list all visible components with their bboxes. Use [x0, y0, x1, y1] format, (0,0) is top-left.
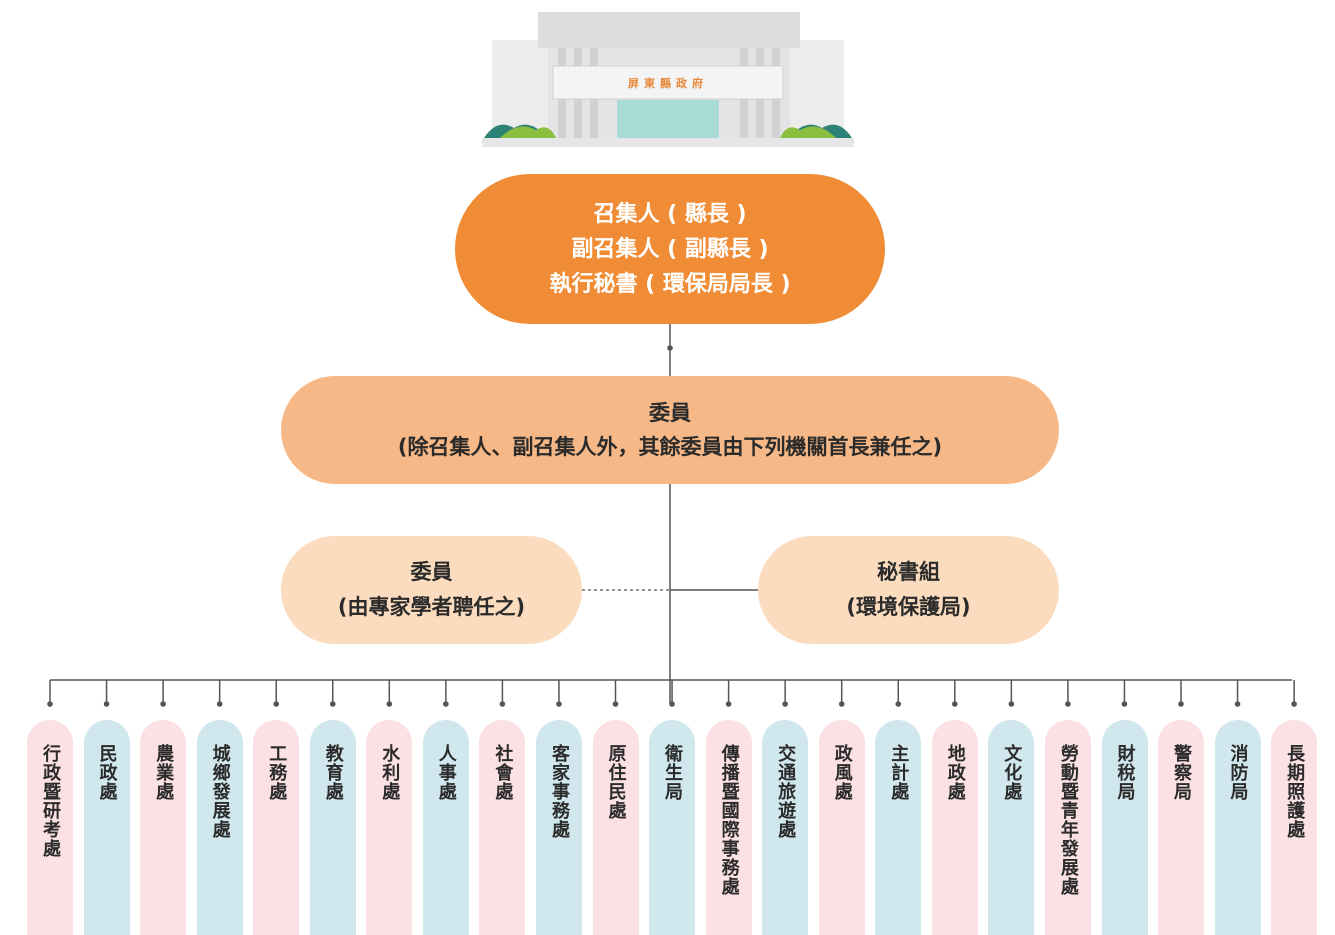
department-item: 地政處: [931, 720, 978, 935]
expert-members-title: 委員: [410, 560, 453, 584]
department-connector-dot: [669, 701, 675, 707]
department-connector-dot: [838, 701, 845, 707]
department-label: 行政暨研考處: [40, 744, 61, 858]
department-item: 財稅局: [1101, 720, 1148, 935]
department-label: 工務處: [266, 744, 288, 801]
department-label: 水利處: [379, 744, 401, 801]
department-connector-dot: [273, 701, 280, 707]
convener-line: 召集人 ( 縣長 ): [593, 201, 747, 227]
department-item: 客家事務處: [536, 720, 582, 935]
department-connector-dot: [216, 701, 223, 707]
department-label: 長期照護處: [1284, 744, 1306, 839]
department-connector-dot: [782, 701, 788, 707]
expert-members-box: 委員 (由專家學者聘任之): [281, 536, 582, 644]
department-label: 政風處: [831, 744, 853, 801]
department-label: 農業處: [153, 744, 175, 801]
department-item: 人事處: [422, 720, 469, 935]
department-item: 民政處: [83, 720, 130, 935]
department-item: 勞動暨青年發展處: [1044, 720, 1091, 935]
department-connector-dot: [47, 701, 53, 707]
department-label: 傳播暨國際事務處: [718, 744, 740, 896]
department-label: 勞動暨青年發展處: [1057, 744, 1079, 896]
department-item: 文化處: [988, 720, 1035, 935]
department-connector-dot: [443, 701, 449, 707]
secretariat-subtitle: (環境保護局): [846, 595, 971, 619]
department-connector-dot: [1291, 701, 1297, 707]
department-label: 人事處: [435, 744, 457, 801]
department-item: 社會處: [479, 720, 526, 935]
department-connector-dot: [612, 701, 619, 707]
deputy-convener-line: 副召集人 ( 副縣長 ): [571, 236, 769, 262]
department-connector-dot: [895, 701, 902, 707]
department-item: 行政暨研考處: [27, 720, 73, 935]
department-label: 警察局: [1171, 744, 1192, 801]
department-label: 原住民處: [605, 744, 627, 820]
department-item: 農業處: [140, 720, 187, 935]
department-connector-dot: [1065, 701, 1071, 707]
department-item: 水利處: [366, 720, 413, 935]
secretariat-title: 秘書組: [877, 560, 940, 584]
department-item: 警察局: [1158, 720, 1204, 935]
members-subtitle: (除召集人、副召集人外，其餘委員由下列機關首長兼任之): [397, 435, 943, 459]
secretariat-box: 秘書組 (環境保護局): [758, 536, 1059, 644]
department-connector-dot: [103, 701, 110, 707]
department-connector-dot: [556, 701, 562, 707]
department-connector-dot: [1178, 701, 1184, 707]
department-item: 傳播暨國際事務處: [705, 720, 752, 935]
members-box: 委員 (除召集人、副召集人外，其餘委員由下列機關首長兼任之): [281, 376, 1059, 484]
department-connector-dot: [329, 701, 336, 707]
department-connector-dot: [1121, 701, 1128, 707]
department-connector-dot: [1234, 701, 1241, 707]
department-item: 交通旅遊處: [762, 720, 809, 935]
department-list: 行政暨研考處 民政處 農業處 城鄉發展處 工務處 教育處 水利處 人事處 社會處 客家事務處 原住民…: [0, 720, 1335, 935]
department-item: 衛生局: [649, 720, 695, 935]
department-label: 地政處: [944, 744, 966, 801]
department-label: 衛生局: [662, 744, 683, 801]
department-connector-dot: [160, 701, 166, 707]
department-label: 教育處: [322, 744, 344, 801]
department-label: 主計處: [888, 744, 910, 801]
expert-members-subtitle: (由專家學者聘任之): [337, 595, 526, 619]
department-connector-dot: [1008, 701, 1015, 707]
convener-box: 召集人 ( 縣長 ) 副召集人 ( 副縣長 ) 執行秘書 ( 環保局局長 ): [455, 174, 885, 324]
county-hall-building-icon: 屏東縣政府: [482, 12, 854, 147]
executive-secretary-line: 執行秘書 ( 環保局局長 ): [549, 271, 791, 297]
department-label: 客家事務處: [549, 744, 570, 839]
department-item: 原住民處: [592, 720, 639, 935]
department-item: 工務處: [253, 720, 300, 935]
department-connector-dot: [952, 701, 958, 707]
building-sign-text: 屏東縣政府: [628, 76, 708, 90]
department-connector-dot: [386, 701, 393, 707]
department-connector-dot: [725, 701, 732, 707]
department-label: 文化處: [1001, 744, 1023, 801]
department-item: 城鄉發展處: [196, 720, 243, 935]
department-label: 城鄉發展處: [209, 744, 231, 839]
members-title: 委員: [649, 401, 691, 425]
department-label: 民政處: [96, 744, 118, 801]
department-label: 交通旅遊處: [775, 744, 797, 839]
department-item: 消防局: [1214, 720, 1261, 935]
department-label: 財稅局: [1114, 744, 1136, 801]
department-item: 政風處: [818, 720, 865, 935]
department-item: 長期照護處: [1271, 720, 1318, 935]
department-item: 主計處: [875, 720, 922, 935]
department-item: 教育處: [309, 720, 356, 935]
department-label: 消防局: [1227, 744, 1249, 801]
department-label: 社會處: [492, 744, 514, 801]
department-connectors: [47, 680, 1297, 707]
department-connector-dot: [499, 701, 506, 707]
